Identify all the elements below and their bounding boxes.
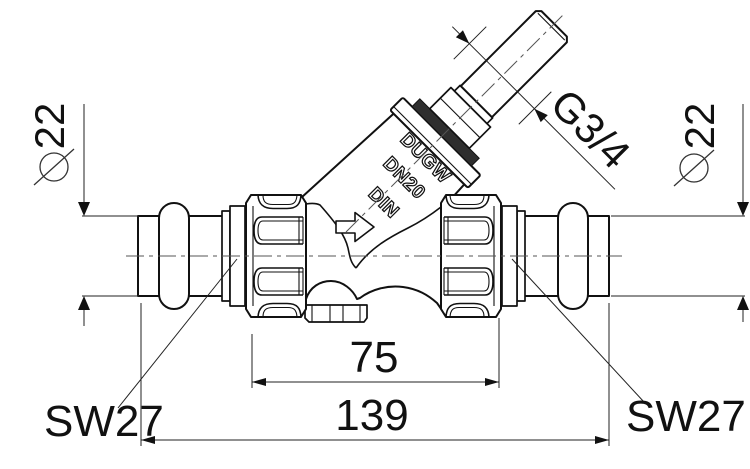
arrow-right-icon [595,436,609,444]
dim-value-diameter-left: 22 [26,103,73,150]
leader-line [511,258,645,403]
label-wrench-size-left: SW27 [44,397,164,446]
arrow-up-icon [737,296,749,310]
leader-line [117,258,238,409]
diameter-symbol-slash [673,149,715,187]
arrow-down-icon [737,202,749,216]
centerline-spindle [345,12,566,233]
extension-lines [251,318,500,388]
extension-lines [140,303,610,446]
nut-notch-bottom [257,302,302,318]
thread-crest-lines [453,26,552,125]
extension-lines [82,215,139,297]
nut-slot [253,267,303,296]
dim-value-thread: G3/4 [542,80,640,178]
drain-boss-flats [311,305,361,322]
nut-outline [245,194,307,318]
drain-boss [304,304,368,323]
dim-value-port-distance: 75 [350,333,399,382]
nut-slot-inner [257,220,303,241]
dim-value-diameter-right: 22 [676,103,723,150]
label-wrench-size-right: SW27 [626,392,746,441]
nut-notch-top-inner [262,194,298,206]
dimension-line [451,26,616,190]
nut-slot-end [298,217,304,244]
nut-notch-top [257,194,302,210]
arrow-icon [534,108,548,123]
extension-lines [611,215,745,297]
dim-value-overall-length: 139 [335,391,408,440]
nut-notch-bottom-inner [262,306,298,318]
nut-slot [253,216,303,245]
arrow-right-icon [485,378,499,386]
label-wrench-right: SW27 [511,258,746,441]
flow-direction-arrow-icon [335,211,375,243]
body-bottom-contour [305,280,445,314]
arrow-left-icon [252,378,266,386]
body-waist-contour [355,206,442,269]
arrow-left-icon [141,436,155,444]
nut-slot-end [298,268,304,295]
diameter-symbol-icon [679,153,709,183]
arrow-icon [455,30,470,44]
dim-diameter-right: 22 [611,103,749,322]
diameter-symbol-slash [33,148,75,186]
union-nut-left [245,194,307,318]
dim-overall-length: 139 [140,303,610,446]
nut-slot-inner [257,271,303,292]
diameter-symbol-icon [39,152,69,182]
dim-port-distance: 75 [251,318,500,388]
dim-diameter-left: 22 [26,103,139,326]
arrow-down-icon [78,202,90,216]
arrow-up-icon [78,296,90,310]
label-wrench-left: SW27 [44,258,238,446]
